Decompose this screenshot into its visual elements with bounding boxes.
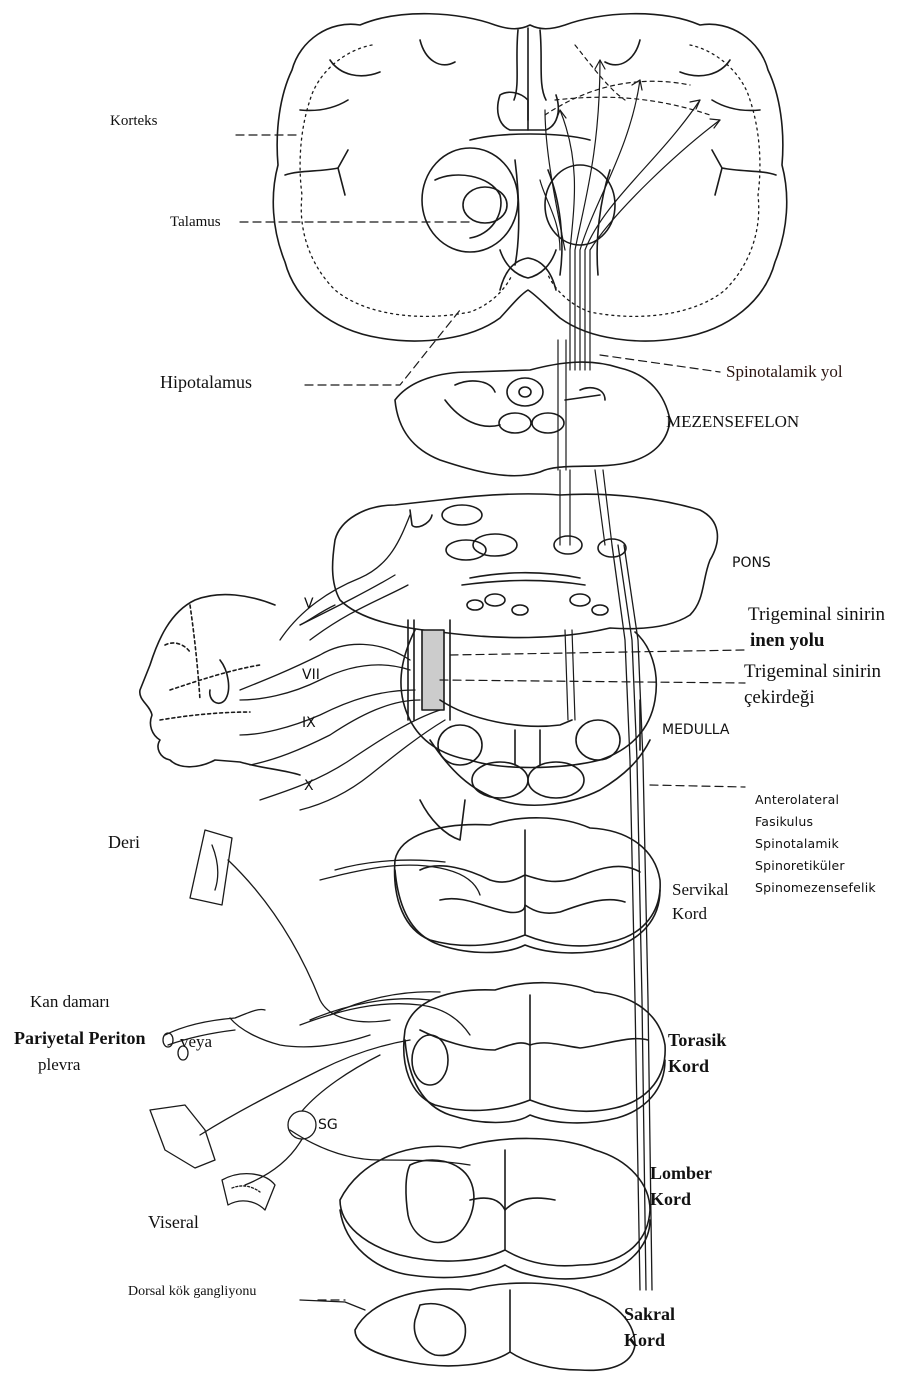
label-nerve-vii: VII (302, 667, 320, 684)
mesencephalon-section (395, 362, 670, 476)
label-trigeminal-cekirdek-line2: çekirdeği (744, 687, 815, 710)
label-sg: SG (318, 1117, 338, 1134)
label-trigeminal-cekirdek-line1: Trigeminal sinirin (744, 661, 881, 684)
label-anterolateral: Anterolateral (755, 792, 839, 807)
label-spinomezensefelik: Spinomezensefelik (755, 880, 876, 895)
label-torasik-kord: Kord (668, 1056, 709, 1078)
peripheral-afferents (150, 830, 410, 1310)
label-dorsal-kok-gangliyonu: Dorsal kök gangliyonu (128, 1284, 256, 1301)
label-medulla: MEDULLA (662, 722, 729, 739)
sacral-cord-section (355, 1283, 635, 1370)
label-nerve-v: V (304, 596, 314, 613)
label-pons: PONS (732, 555, 771, 572)
label-deri: Deri (108, 832, 140, 854)
label-servikal-kord: Kord (672, 904, 707, 924)
label-lomber-kord: Kord (650, 1189, 691, 1211)
label-sakral: Sakral (624, 1304, 675, 1326)
label-lomber: Lomber (650, 1163, 712, 1185)
label-servikal: Servikal (672, 880, 729, 900)
cervical-cord-section (395, 818, 661, 953)
label-torasik: Torasik (668, 1030, 726, 1052)
label-plevra: plevra (38, 1055, 80, 1075)
label-spinotalamik: Spinotalamik (755, 836, 839, 851)
label-spinoretikuler: Spinoretiküler (755, 858, 845, 873)
brain-coronal-section (273, 14, 786, 341)
label-pariyetal-periton: Pariyetal Periton (14, 1028, 145, 1050)
label-korteks: Korteks (110, 112, 158, 130)
label-hipotalamus: Hipotalamus (160, 372, 252, 394)
thoracic-cord-section (404, 983, 665, 1123)
label-veya: veya (180, 1032, 212, 1052)
label-mezensefelon: MEZENSEFELON (666, 412, 799, 432)
ascending-fibres-brain (540, 45, 720, 370)
label-spinotalamik-yol: Spinotalamik yol (726, 362, 843, 382)
label-talamus: Talamus (170, 213, 221, 231)
label-fasikulus: Fasikulus (755, 814, 813, 829)
medulla-section (401, 620, 656, 840)
label-nerve-x: X (304, 778, 314, 795)
label-kan-damari: Kan damarı (30, 992, 110, 1012)
label-sakral-kord: Kord (624, 1330, 665, 1352)
head-silhouette (140, 595, 300, 775)
label-trigeminal-inen-line1: Trigeminal sinirin (748, 604, 885, 627)
label-trigeminal-inen-line2: inen yolu (750, 630, 824, 653)
label-viseral: Viseral (148, 1212, 199, 1234)
label-nerve-ix: IX (302, 715, 316, 732)
pons-section (333, 494, 718, 638)
